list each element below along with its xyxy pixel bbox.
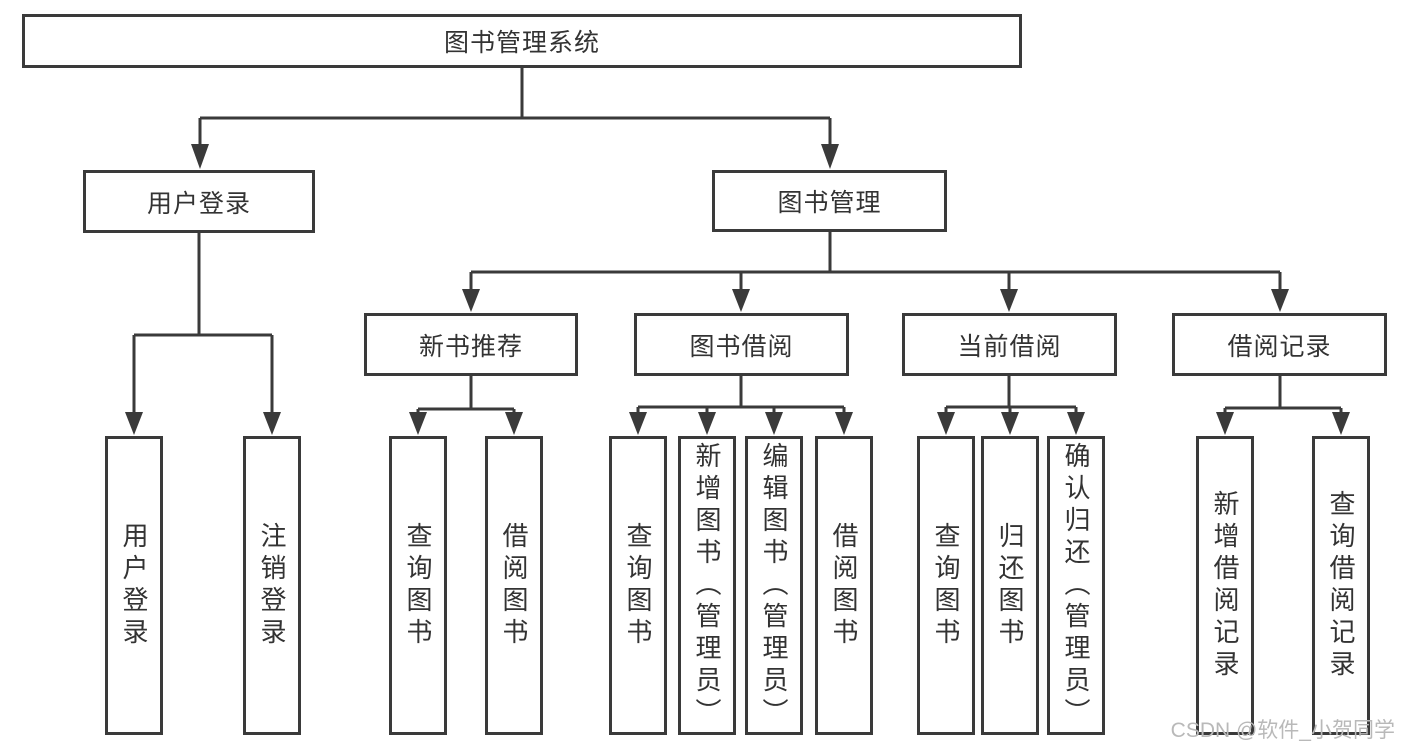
- leaf-edit-book-admin: 编辑图书（管理员）: [745, 436, 803, 735]
- leaf-user-login: 用户登录: [105, 436, 163, 735]
- csdn-watermark: CSDN @软件_小贺同学: [1170, 719, 1395, 742]
- leaf-query-books-current-label: 查询图书: [931, 521, 961, 650]
- leaf-confirm-return-admin-label: 确认归还（管理员）: [1061, 441, 1091, 730]
- leaf-return-book: 归还图书: [981, 436, 1039, 735]
- leaf-query-books-borrow-label: 查询图书: [623, 521, 653, 650]
- node-user-login: 用户登录: [83, 170, 315, 233]
- leaf-query-borrow-record: 查询借阅记录: [1312, 436, 1370, 735]
- leaf-borrow-books: 借阅图书: [815, 436, 873, 735]
- node-book-management: 图书管理: [712, 170, 947, 232]
- node-borrow-record: 借阅记录: [1172, 313, 1387, 376]
- leaf-edit-book-admin-label: 编辑图书（管理员）: [759, 441, 789, 730]
- leaf-return-book-label: 归还图书: [995, 521, 1025, 650]
- leaf-borrow-books-recommend: 借阅图书: [485, 436, 543, 735]
- leaf-borrow-books-recommend-label: 借阅图书: [499, 521, 529, 650]
- node-new-book-recommend: 新书推荐: [364, 313, 578, 376]
- leaf-add-borrow-record: 新增借阅记录: [1196, 436, 1254, 735]
- leaf-confirm-return-admin: 确认归还（管理员）: [1047, 436, 1105, 735]
- leaf-query-books-recommend-label: 查询图书: [403, 521, 433, 650]
- leaf-user-login-label: 用户登录: [119, 521, 149, 650]
- node-current-borrow: 当前借阅: [902, 313, 1117, 376]
- leaf-query-borrow-record-label: 查询借阅记录: [1326, 489, 1356, 682]
- leaf-add-book-admin: 新增图书（管理员）: [678, 436, 736, 735]
- node-book-borrow: 图书借阅: [634, 313, 849, 376]
- leaf-logout-login: 注销登录: [243, 436, 301, 735]
- node-root-system: 图书管理系统: [22, 14, 1022, 68]
- leaf-query-books-current: 查询图书: [917, 436, 975, 735]
- leaf-query-books-recommend: 查询图书: [389, 436, 447, 735]
- leaf-logout-login-label: 注销登录: [257, 521, 287, 650]
- leaf-add-borrow-record-label: 新增借阅记录: [1210, 489, 1240, 682]
- leaf-borrow-books-label: 借阅图书: [829, 521, 859, 650]
- leaf-add-book-admin-label: 新增图书（管理员）: [692, 441, 722, 730]
- leaf-query-books-borrow: 查询图书: [609, 436, 667, 735]
